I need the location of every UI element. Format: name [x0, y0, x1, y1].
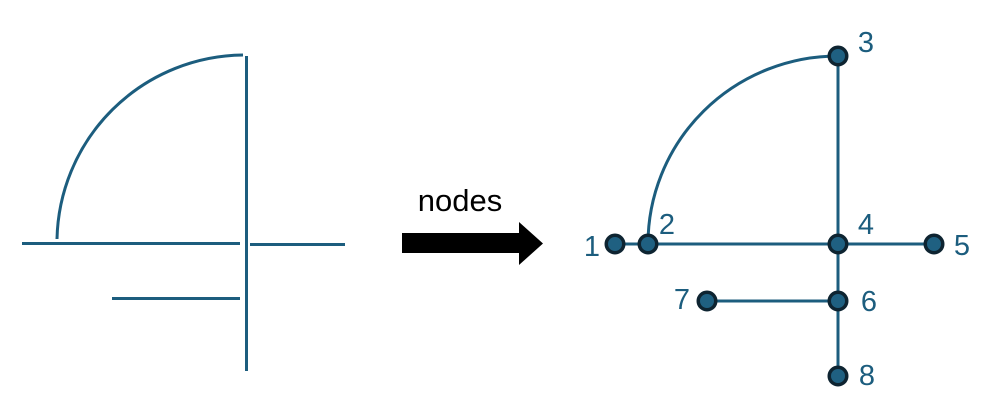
right-figure: 1 2 3 4 5 6 7 8 [584, 27, 970, 392]
node-label-3: 3 [858, 27, 874, 59]
left-arc [55, 53, 244, 240]
node-label-6: 6 [861, 286, 877, 318]
node-label-5: 5 [954, 230, 970, 262]
node-2 [637, 233, 659, 255]
node-1 [604, 233, 626, 255]
edge-2-3 [646, 54, 839, 245]
node-3 [827, 45, 849, 67]
node-6 [827, 290, 849, 312]
transform-arrow-group: nodes [402, 183, 543, 265]
edges-layer [615, 54, 934, 376]
node-label-4: 4 [858, 209, 874, 241]
left-figure [22, 53, 345, 371]
labels-layer: 1 2 3 4 5 6 7 8 [584, 27, 970, 392]
node-5 [923, 233, 945, 255]
right-arrow-icon [402, 222, 543, 265]
node-7 [696, 290, 718, 312]
nodes-layer [604, 45, 945, 387]
node-label-7: 7 [674, 284, 690, 316]
arrow-label: nodes [418, 183, 502, 218]
node-label-1: 1 [584, 231, 600, 263]
node-label-2: 2 [659, 209, 675, 241]
node-label-8: 8 [859, 360, 875, 392]
node-4 [827, 233, 849, 255]
node-8 [827, 365, 849, 387]
